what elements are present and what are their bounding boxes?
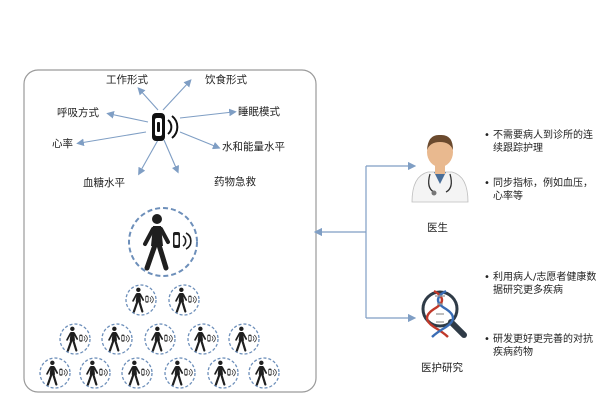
bullet-dot: • [484, 272, 490, 283]
research-label: 医护研究 [421, 362, 463, 374]
person-primary [128, 207, 198, 277]
person-7 [228, 323, 260, 355]
research-icon [421, 289, 467, 338]
person-8 [39, 357, 71, 389]
research-bullet-2: • 研发更好更完善的对抗疾病药物 [484, 333, 600, 359]
factor-work: 工作形式 [106, 74, 148, 86]
factor-diet: 饮食形式 [205, 74, 247, 86]
factor-water: 水和能量水平 [222, 141, 285, 153]
person-1 [125, 284, 157, 316]
factor-sugar: 血糖水平 [83, 177, 125, 189]
doctor-bullet-2-text: 同步指标，例如血压，心率等 [493, 178, 593, 202]
doctor-label: 医生 [427, 222, 448, 234]
bullet-dot: • [484, 178, 490, 189]
person-10 [121, 357, 153, 389]
connector-diet [162, 79, 192, 111]
person-5 [144, 323, 176, 355]
factor-connectors [76, 79, 237, 176]
doctor-bullet-1: • 不需要病人到诊所的连续跟踪护理 [484, 129, 600, 155]
person-9 [79, 357, 111, 389]
connector-sugar [138, 139, 159, 176]
connector-breath [106, 111, 149, 123]
person-6 [187, 323, 219, 355]
bullet-dot: • [484, 130, 490, 141]
connector-drug [163, 139, 180, 174]
doctor-icon [411, 134, 469, 203]
factor-heart: 心率 [52, 138, 73, 150]
person-2 [168, 284, 200, 316]
connector-work [137, 87, 159, 111]
flow-arrows [313, 161, 417, 323]
connector-sleep [179, 108, 237, 119]
person-13 [248, 357, 280, 389]
person-11 [164, 357, 196, 389]
research-bullet-2-text: 研发更好更完善的对抗疾病药物 [493, 334, 593, 358]
factor-sleep: 睡眠模式 [238, 106, 280, 118]
wearable-device-icon [152, 113, 179, 141]
factor-breath: 呼吸方式 [57, 107, 99, 119]
bullet-dot: • [484, 334, 490, 345]
research-bullet-1-text: 利用病人/志愿者健康数据研究更多疾病 [493, 272, 597, 296]
doctor-bullet-1-text: 不需要病人到诊所的连续跟踪护理 [493, 130, 593, 154]
person-4 [101, 323, 133, 355]
doctor-bullet-2: • 同步指标，例如血压，心率等 [484, 177, 600, 203]
factor-drug: 药物急救 [214, 176, 256, 188]
person-3 [59, 323, 91, 355]
connector-water [179, 131, 221, 150]
research-bullet-1: • 利用病人/志愿者健康数据研究更多疾病 [484, 271, 600, 297]
population-group [39, 207, 280, 389]
person-12 [207, 357, 239, 389]
connector-heart [76, 131, 147, 147]
